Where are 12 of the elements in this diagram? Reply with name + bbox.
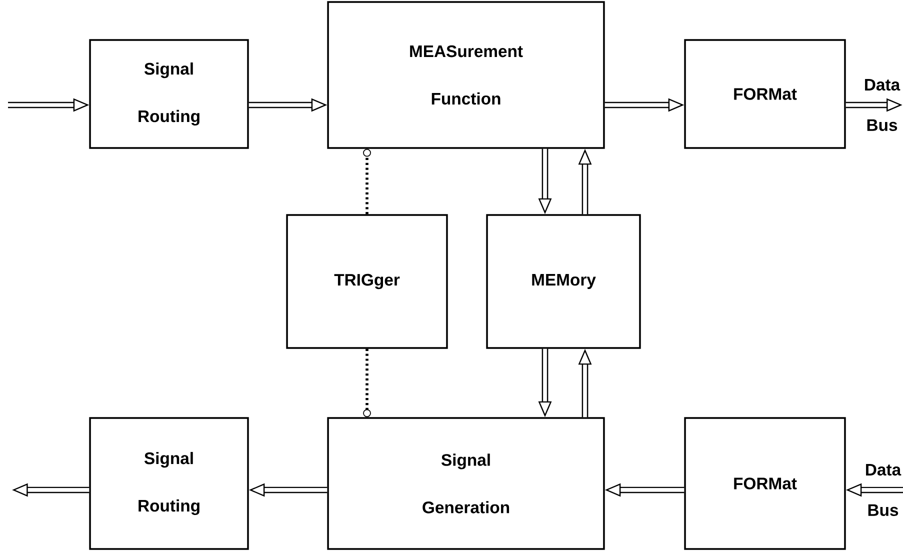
block-box: FORMat xyxy=(684,417,846,550)
block-box: MEMory xyxy=(486,214,641,349)
block-box: Signal Routing xyxy=(89,39,249,149)
dotted-line xyxy=(363,148,371,214)
bus-label: Data Bus xyxy=(866,464,902,516)
block-box: Signal Generation xyxy=(327,417,605,550)
bus-label: Data Bus xyxy=(865,78,900,132)
dotted-line xyxy=(363,348,371,418)
block-box: Signal Routing xyxy=(89,417,249,550)
block-box: MEASurement Function xyxy=(327,1,605,149)
block-box: FORMat xyxy=(684,39,846,149)
block-box: TRIGger xyxy=(286,214,448,349)
